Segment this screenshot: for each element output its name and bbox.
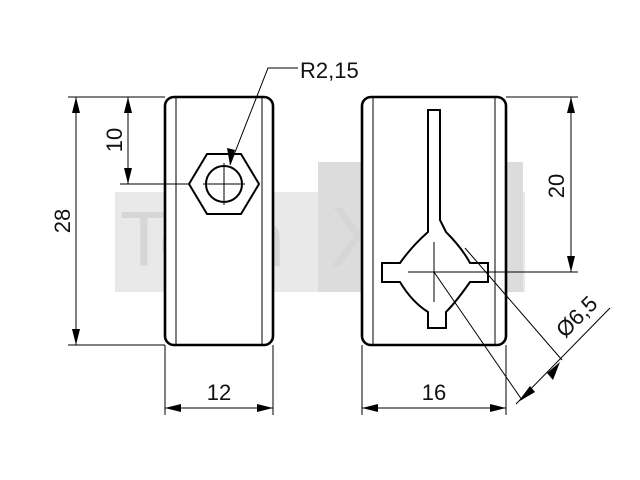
arrow-20-top: [567, 97, 575, 113]
cross-slot: [381, 109, 489, 329]
arrow-28-bottom: [72, 329, 80, 345]
arrow-16-right: [490, 404, 506, 412]
left-body-outline: [163, 95, 275, 347]
ext-line-diam-1: [433, 271, 523, 401]
dim-label-28: 28: [50, 209, 75, 233]
dim-top-offset: 10: [102, 97, 189, 185]
arrow-12-left: [165, 404, 181, 412]
right-body-inner-edge: [372, 96, 496, 346]
radius-arrowhead: [227, 148, 235, 165]
dim-height-left: 28: [50, 96, 165, 346]
radius-callout: R2,15: [227, 58, 359, 166]
dim-label-12: 12: [207, 380, 231, 405]
dim-width-right: 16: [361, 345, 507, 415]
arrow-10-top: [124, 97, 132, 113]
radius-leader: [229, 67, 298, 166]
dim-label-16: 16: [422, 380, 446, 405]
arrow-diam-lower: [518, 386, 535, 402]
arrow-10-bottom: [124, 168, 132, 184]
arrow-diam-upper: [547, 362, 560, 380]
dim-width-left: 12: [164, 345, 274, 415]
arrow-12-right: [257, 404, 273, 412]
dim-label-10: 10: [102, 128, 127, 152]
arrow-20-bottom: [567, 256, 575, 272]
dim-label-20: 20: [544, 174, 569, 198]
ext-line-diam-2: [464, 247, 563, 361]
dim-height-right: 20: [434, 96, 578, 273]
left-view: [163, 95, 275, 347]
arrow-28-top: [72, 97, 80, 113]
dim-line-diam: [515, 307, 611, 405]
arrow-16-left: [362, 404, 378, 412]
radius-label: R2,15: [300, 58, 359, 83]
left-body-inner-edge: [175, 96, 263, 346]
right-view: [360, 95, 508, 347]
dim-label-diam: Ø6,5: [551, 291, 602, 342]
